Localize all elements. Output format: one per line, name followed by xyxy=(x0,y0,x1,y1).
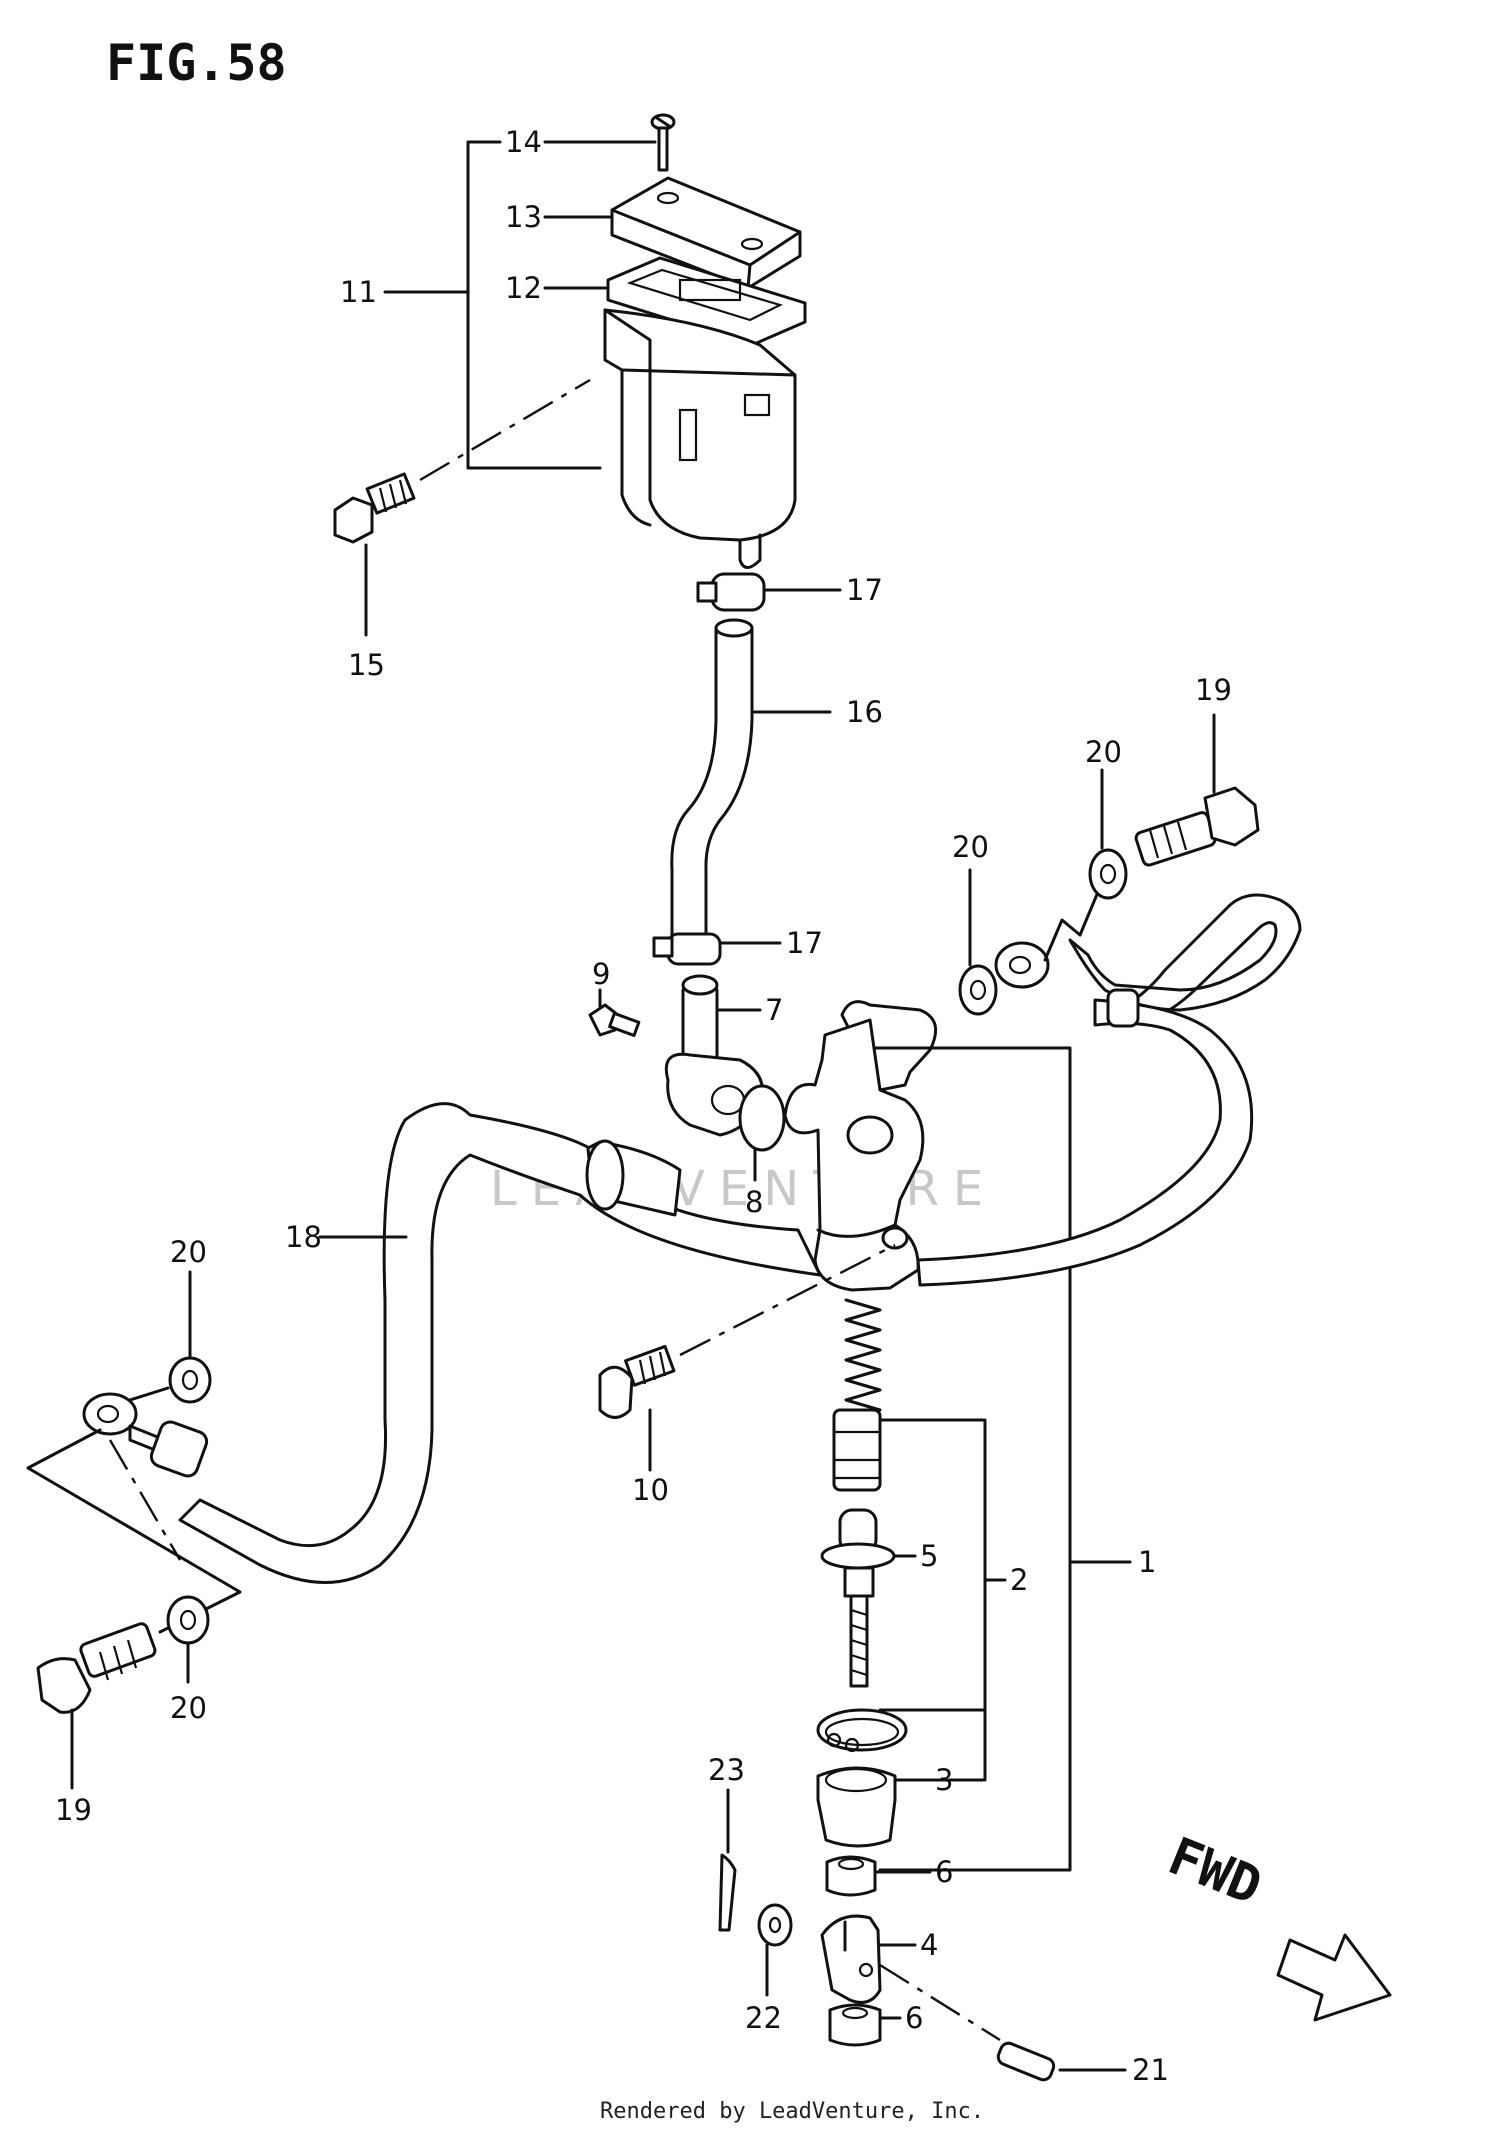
callout-15: 15 xyxy=(348,648,385,682)
brake-hose-right xyxy=(916,893,1302,1287)
nut-6-upper xyxy=(825,1855,877,1897)
callout-6-lower: 6 xyxy=(905,2001,923,2035)
callout-9: 9 xyxy=(592,957,610,991)
callout-21: 21 xyxy=(1132,2053,1169,2087)
callout-11: 11 xyxy=(340,275,377,309)
credit-line: Rendered by LeadVenture, Inc. xyxy=(600,2099,984,2124)
bolt-15 xyxy=(333,472,416,544)
callout-16: 16 xyxy=(846,695,883,729)
crush-washer-20-left-lower xyxy=(166,1595,210,1645)
callout-17-lower: 17 xyxy=(786,926,823,960)
circlip xyxy=(816,1708,908,1753)
reservoir-cap-13 xyxy=(610,176,802,290)
crush-washer-20-right-upper xyxy=(1088,848,1128,900)
callout-1: 1 xyxy=(1138,1545,1156,1579)
pushrod-5 xyxy=(820,1508,896,1688)
union-bolt-19-right xyxy=(1134,786,1260,867)
hose-fitting-7 xyxy=(664,974,764,1137)
callout-5: 5 xyxy=(920,1539,938,1573)
callout-12: 12 xyxy=(505,271,542,305)
callout-20-left-upper: 20 xyxy=(170,1235,207,1269)
nut-6-lower xyxy=(828,2003,882,2047)
union-bolt-19-left xyxy=(36,1622,157,1714)
master-cylinder-body xyxy=(783,1000,938,1292)
center-line-pin-21 xyxy=(879,1963,1001,2042)
bolt-10 xyxy=(598,1344,676,1419)
screw-9 xyxy=(588,1003,641,1037)
callout-18: 18 xyxy=(285,1220,322,1254)
callout-19-right: 19 xyxy=(1195,673,1232,707)
forward-direction-indicator: FWD xyxy=(1160,1826,1392,2022)
callout-14: 14 xyxy=(505,125,542,159)
callout-2: 2 xyxy=(1010,1563,1028,1597)
banjo-fitting-left xyxy=(82,1392,209,1478)
brake-hose-18 xyxy=(178,1102,822,1584)
washer-22 xyxy=(757,1903,793,1947)
figure-title: FIG.58 xyxy=(106,34,287,92)
assembly-guide-right xyxy=(1043,890,1100,962)
reservoir-body xyxy=(603,308,797,569)
diaphragm-12 xyxy=(606,256,807,347)
callout-7: 7 xyxy=(765,993,783,1027)
boot-3 xyxy=(816,1766,897,1848)
reservoir-assembly xyxy=(333,113,807,637)
callout-bracket-2 xyxy=(878,1418,987,1782)
screw-14 xyxy=(650,113,676,172)
callout-13: 13 xyxy=(505,200,542,234)
callout-20-right-upper: 20 xyxy=(1085,735,1122,769)
cotter-pin-23 xyxy=(718,1853,737,1932)
forward-label: FWD xyxy=(1160,1826,1270,1917)
callout-10: 10 xyxy=(632,1473,669,1507)
washer-guide-left-upper xyxy=(128,1386,170,1402)
callout-3: 3 xyxy=(935,1763,953,1797)
callout-19-left: 19 xyxy=(55,1793,92,1827)
o-ring-8 xyxy=(738,1084,786,1152)
callout-22: 22 xyxy=(745,2001,782,2035)
callout-4: 4 xyxy=(920,1928,938,1962)
crush-washer-20-left-upper xyxy=(168,1356,212,1404)
forward-arrow-icon xyxy=(1276,1933,1392,2022)
hose-clamp-17-upper xyxy=(696,572,766,612)
center-line-bolt-10 xyxy=(679,1243,896,1357)
callout-6-upper: 6 xyxy=(935,1855,953,1889)
center-line-left-banjo xyxy=(108,1439,182,1561)
clevis-pin-21 xyxy=(996,2041,1056,2082)
callout-bracket-1 xyxy=(873,1046,1072,1872)
clevis-4 xyxy=(820,1914,882,2004)
callout-20-left-lower: 20 xyxy=(170,1691,207,1725)
crush-washer-20-right-lower xyxy=(958,964,998,1016)
banjo-fitting-right xyxy=(994,941,1050,989)
callout-bracket-11 xyxy=(466,140,602,470)
callout-23: 23 xyxy=(708,1753,745,1787)
reservoir-hose-16 xyxy=(670,618,754,947)
center-line-reservoir xyxy=(419,378,591,482)
callout-17-upper: 17 xyxy=(846,573,883,607)
piston xyxy=(832,1408,882,1492)
spring xyxy=(844,1298,882,1412)
callout-8: 8 xyxy=(745,1185,763,1219)
hose-clamp-17-lower xyxy=(652,932,722,966)
callout-20-right-lower: 20 xyxy=(952,830,989,864)
